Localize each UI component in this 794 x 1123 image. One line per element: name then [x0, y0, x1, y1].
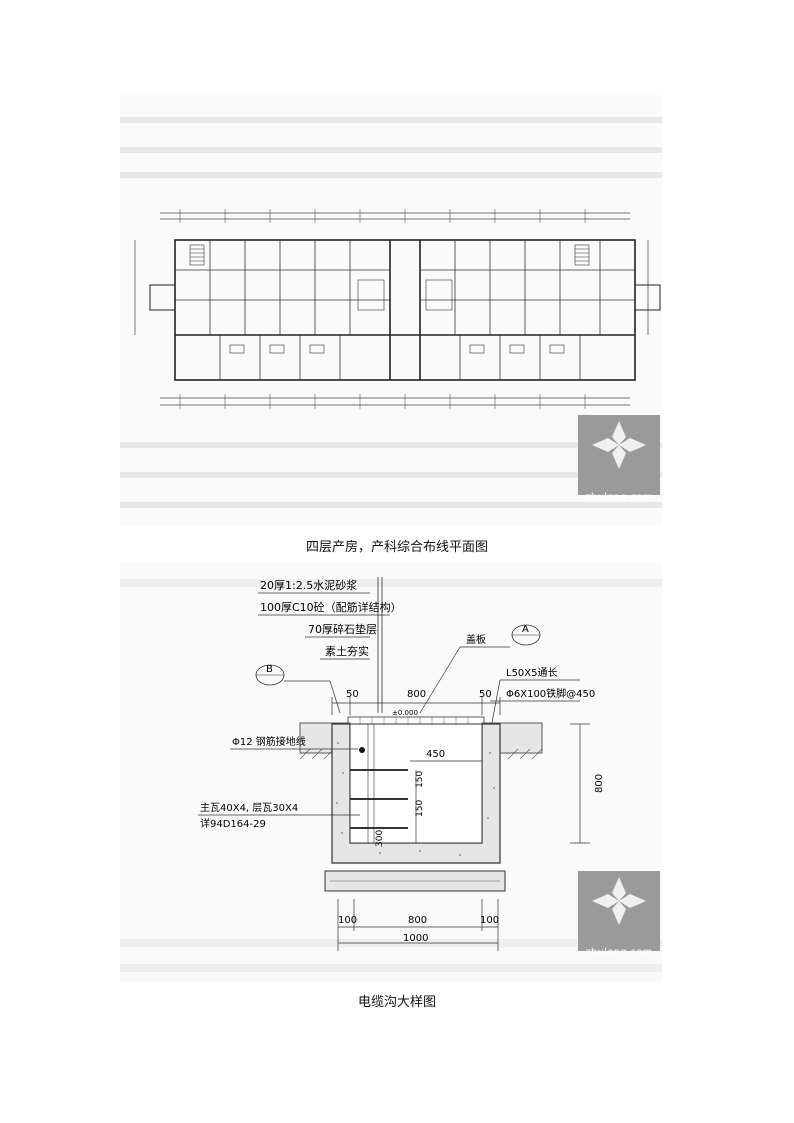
dim-bottom-1000: 1000	[403, 933, 428, 944]
dim-top-50-left: 50	[346, 689, 359, 700]
layer-text-2: 100厚C10砼（配筋详结构）	[260, 600, 402, 614]
angle-label: L50X5通长	[506, 667, 558, 679]
layer-text-1: 20厚1:2.5水泥砂浆	[260, 578, 357, 592]
marker-a-label: A	[522, 624, 529, 635]
floor-plan-figure: zhulong.com	[120, 95, 662, 525]
marker-b-label: B	[266, 664, 273, 675]
rebar-label: Φ12 钢筋接地线	[232, 735, 306, 748]
zhulong-logo-icon	[592, 421, 646, 469]
dim-bottom-100-right: 100	[480, 915, 499, 926]
dim-150-lower: 150	[415, 800, 425, 817]
grounding-rod-dot	[359, 747, 365, 753]
standard-label: 详94D164-29	[200, 817, 266, 830]
floor-plan-caption: 四层产房，产科综合布线平面图	[305, 540, 488, 555]
cover-plate	[347, 716, 485, 725]
bracket-label: Φ6X100铁脚@450	[506, 687, 595, 700]
watermark-text: zhulong.com	[585, 947, 653, 958]
dim-150-upper: 150	[415, 771, 425, 788]
dim-bottom-100-left: 100	[338, 915, 357, 926]
dim-bottom-800: 800	[408, 915, 427, 926]
dim-450: 450	[426, 749, 445, 760]
zhulong-logo-icon	[592, 877, 646, 925]
layer-text-4: 素土夯实	[325, 644, 369, 658]
cable-trench-drawing: 20厚1:2.5水泥砂浆 100厚C10砼（配筋详结构） 70厚碎石垫层 素土夯…	[120, 577, 662, 972]
dim-top-50-right: 50	[479, 689, 492, 700]
floor-plan-drawing	[120, 117, 662, 508]
cover-label: 盖板	[466, 633, 486, 646]
cable-trench-caption: 电缆沟大样图	[357, 995, 436, 1010]
cable-trench-figure: 20厚1:2.5水泥砂浆 100厚C10砼（配筋详结构） 70厚碎石垫层 素土夯…	[120, 563, 662, 983]
layer-text-3: 70厚碎石垫层	[308, 622, 377, 636]
level-label: ±0.000	[392, 709, 418, 717]
watermark-logo	[578, 415, 660, 495]
watermark-text: zhulong.com	[585, 492, 653, 503]
dim-top-800: 800	[407, 689, 426, 700]
dim-300: 300	[375, 830, 385, 847]
bracket-spec-label: 主瓦40X4, 层瓦30X4	[200, 802, 298, 814]
dim-800-right: 800	[594, 774, 605, 793]
watermark-logo	[578, 871, 660, 951]
